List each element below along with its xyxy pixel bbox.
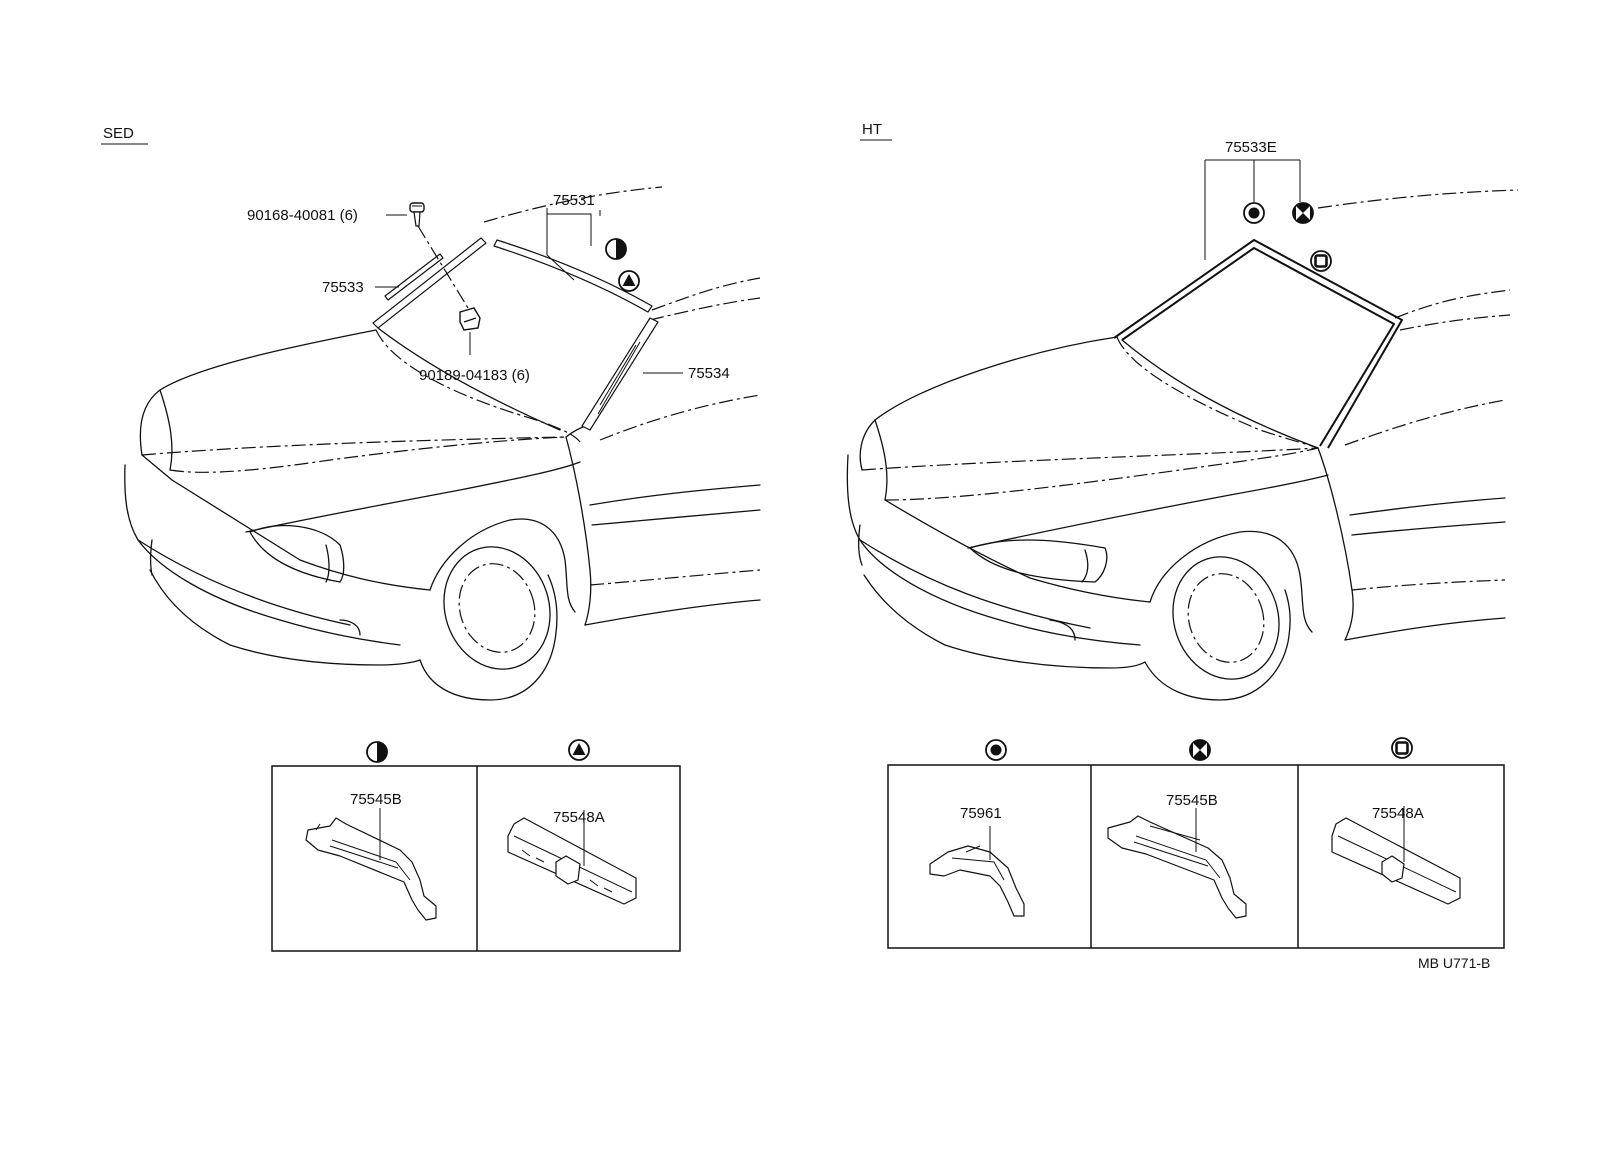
ht-windshield-moulding: [1113, 239, 1403, 449]
triangle-circle-icon: [618, 270, 640, 292]
moulding-75533: [372, 237, 487, 329]
cross-circle-icon: [1292, 202, 1314, 224]
detail-label-75961: 75961: [960, 805, 1002, 822]
detail-half-circle-icon: [366, 741, 388, 763]
detail-label-75545B-ht: 75545B: [1166, 792, 1218, 809]
sed-section-label: SED: [103, 125, 134, 142]
detail-triangle-circle-icon: [568, 739, 590, 761]
moulding-75531: [493, 239, 653, 313]
callout-75531: 75531: [553, 192, 595, 209]
moulding-75533-inner: [384, 253, 444, 301]
screw-clip-dash: [417, 225, 469, 309]
diagram-code: MB U771-B: [1418, 955, 1490, 971]
square-circle-icon: [1309, 249, 1333, 273]
screw-icon: [409, 202, 425, 227]
detail-label-75545B: 75545B: [350, 791, 402, 808]
detail-label-75548A-sed: 75548A: [553, 809, 605, 826]
half-circle-icon: [605, 238, 627, 260]
detail-square-circle-icon: [1390, 736, 1414, 760]
callout-clip: 90189-04183 (6): [419, 367, 530, 384]
part-75548A-drawing: [507, 810, 637, 905]
leader-75531: [546, 208, 592, 281]
callout-75533: 75533: [322, 279, 364, 296]
clip-icon: [459, 307, 481, 331]
ht-section-label: HT: [862, 121, 882, 138]
ht-section: HT: [846, 121, 1519, 971]
leader-75533E: [1204, 159, 1301, 260]
part-75548A-ht-drawing: [1331, 806, 1461, 905]
detail-dot-circle-icon: [985, 739, 1007, 761]
ht-car-body: [846, 189, 1519, 701]
part-75545B-ht-drawing: [1107, 808, 1247, 919]
callout-75533E: 75533E: [1225, 139, 1277, 156]
part-75545B-drawing: [305, 808, 437, 921]
detail-label-75548A-ht: 75548A: [1372, 805, 1424, 822]
ht-detail-frame: [887, 764, 1505, 949]
moulding-75534: [581, 317, 659, 431]
detail-cross-circle-icon: [1189, 739, 1211, 761]
callout-screw: 90168-40081 (6): [247, 207, 358, 224]
sed-detail-frame: [271, 765, 681, 952]
sed-windshield-moulding: [372, 237, 659, 431]
part-75961-drawing: [929, 826, 1025, 917]
ht-detail-panel: 75961 75545B 75548A: [887, 736, 1505, 949]
sed-car-body: [124, 186, 761, 701]
dot-circle-icon: [1243, 202, 1265, 224]
sed-section: SED: [101, 125, 761, 952]
callout-75534: 75534: [688, 365, 730, 382]
sed-detail-panel: 75545B 75548A: [271, 739, 681, 952]
